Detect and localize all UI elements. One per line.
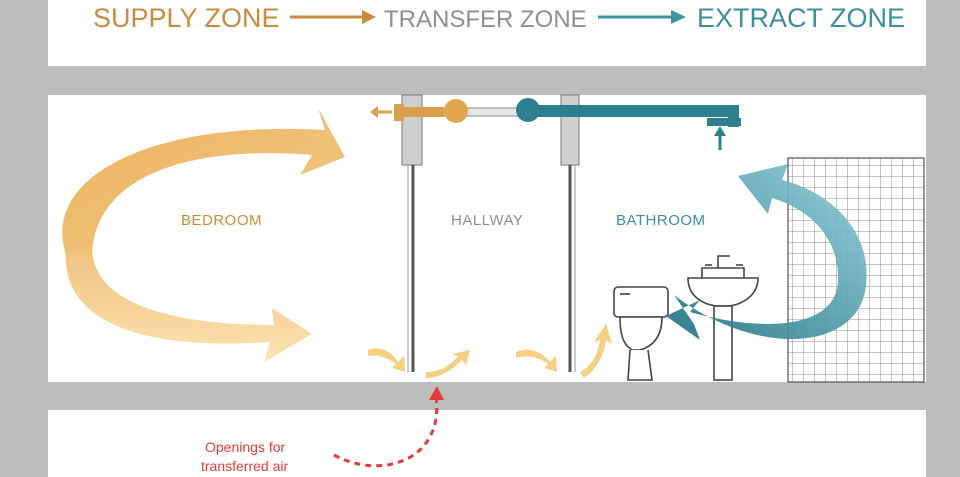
annotation-line-2: transferred air bbox=[201, 458, 288, 474]
extract-airflow-arrow bbox=[666, 164, 867, 340]
legend-arrow-supply-to-transfer bbox=[290, 10, 376, 24]
transfer-airflow-swirls bbox=[368, 324, 612, 378]
annotation-line-1: Openings for bbox=[205, 439, 285, 455]
lower-floor-panel bbox=[48, 410, 926, 477]
annotation-arrowhead bbox=[429, 386, 444, 400]
supply-duct bbox=[370, 99, 468, 123]
legend-arrow-transfer-to-extract bbox=[598, 10, 686, 24]
toilet-icon bbox=[613, 286, 669, 381]
room-label-bedroom: BEDROOM bbox=[181, 212, 262, 229]
supply-airflow-top-arrow bbox=[62, 108, 346, 255]
supply-airflow-bottom-arrow bbox=[65, 250, 312, 362]
legend-supply: SUPPLY ZONE bbox=[93, 3, 280, 33]
room-label-hallway: HALLWAY bbox=[451, 212, 523, 229]
legend-extract: EXTRACT ZONE bbox=[697, 3, 905, 33]
legend-transfer: TRANSFER ZONE bbox=[384, 6, 587, 33]
room-label-bathroom: BATHROOM bbox=[616, 212, 706, 229]
extract-duct bbox=[516, 98, 741, 150]
legend-panel bbox=[48, 0, 926, 66]
